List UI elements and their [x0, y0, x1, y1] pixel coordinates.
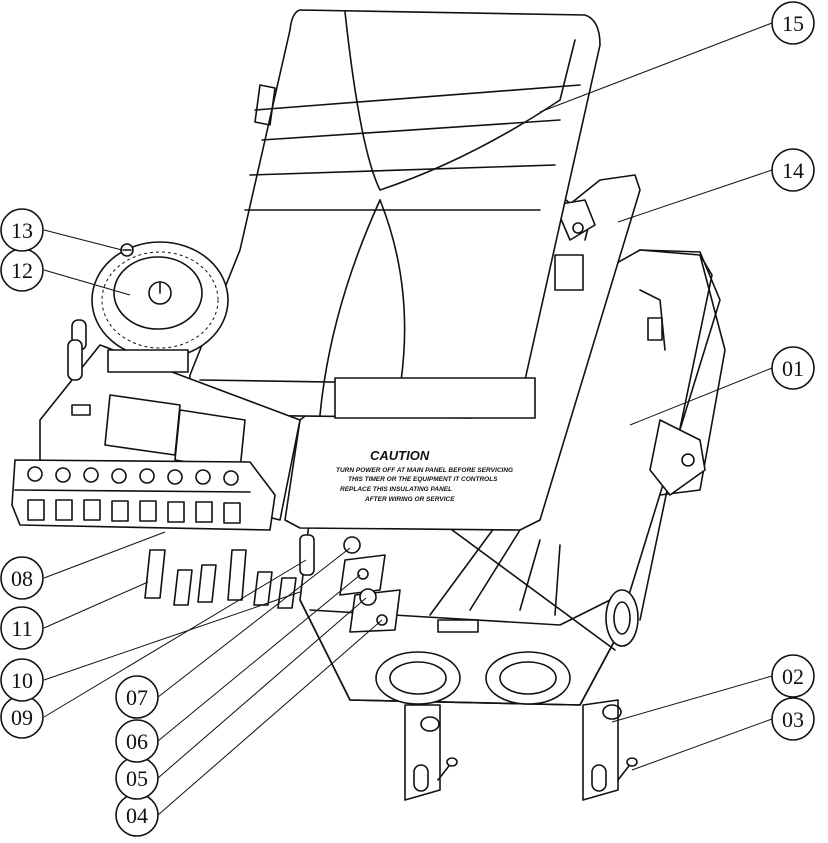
dial-screw	[120, 243, 134, 257]
callout-04-label: 04	[126, 803, 148, 828]
callout-11: 11	[0, 606, 44, 650]
callout-13-label: 13	[11, 218, 33, 243]
caution-line-2: THIS TIMER OR THE EQUIPMENT IT CONTROLS	[348, 476, 498, 483]
ground-washer	[359, 588, 377, 606]
front-cover	[188, 9, 601, 419]
callout-12: 12	[0, 248, 44, 292]
callout-03: 03	[771, 697, 815, 741]
callout-13: 13	[0, 208, 44, 252]
ground-bracket-upper	[339, 554, 386, 596]
callout-02: 02	[771, 654, 815, 698]
callout-10: 10	[0, 658, 44, 702]
callout-07: 07	[115, 675, 159, 719]
caution-line-3: REPLACE THIS INSULATING PANEL	[340, 486, 452, 493]
callout-14: 14	[771, 148, 815, 192]
callout-05-label: 05	[126, 766, 148, 791]
callout-01-label: 01	[782, 356, 804, 381]
callout-05: 05	[115, 756, 159, 800]
callout-04: 04	[115, 793, 159, 837]
callout-09: 09	[0, 695, 44, 739]
callout-14-label: 14	[782, 158, 804, 183]
callout-06-label: 06	[126, 729, 148, 754]
timer-dial	[91, 241, 229, 373]
callout-15-label: 15	[782, 11, 804, 36]
callout-12-label: 12	[11, 258, 33, 283]
mounting-bracket-left	[404, 704, 441, 801]
caution-line-4: AFTER WIRING OR SERVICE	[364, 496, 455, 503]
callout-06: 06	[115, 719, 159, 763]
callout-15: 15	[771, 1, 815, 45]
callout-01: 01	[771, 346, 815, 390]
callout-09-label: 09	[11, 705, 33, 730]
fuse-holder	[299, 534, 315, 576]
callout-03-label: 03	[782, 707, 804, 732]
mounting-screw-left	[437, 757, 458, 781]
callout-08-label: 08	[11, 566, 33, 591]
mounting-screw-right	[617, 757, 638, 781]
terminal-block	[11, 459, 276, 531]
mounting-bracket-right	[582, 699, 622, 801]
callout-02-label: 02	[782, 664, 804, 689]
callout-07-label: 07	[126, 685, 148, 710]
caution-heading: CAUTION	[370, 448, 430, 463]
callout-10-label: 10	[11, 668, 33, 693]
caution-line-1: TURN POWER OFF AT MAIN PANEL BEFORE SERV…	[336, 467, 513, 474]
leader-lines	[43, 22, 773, 816]
callout-11-label: 11	[11, 616, 32, 641]
callout-08: 08	[0, 556, 44, 600]
